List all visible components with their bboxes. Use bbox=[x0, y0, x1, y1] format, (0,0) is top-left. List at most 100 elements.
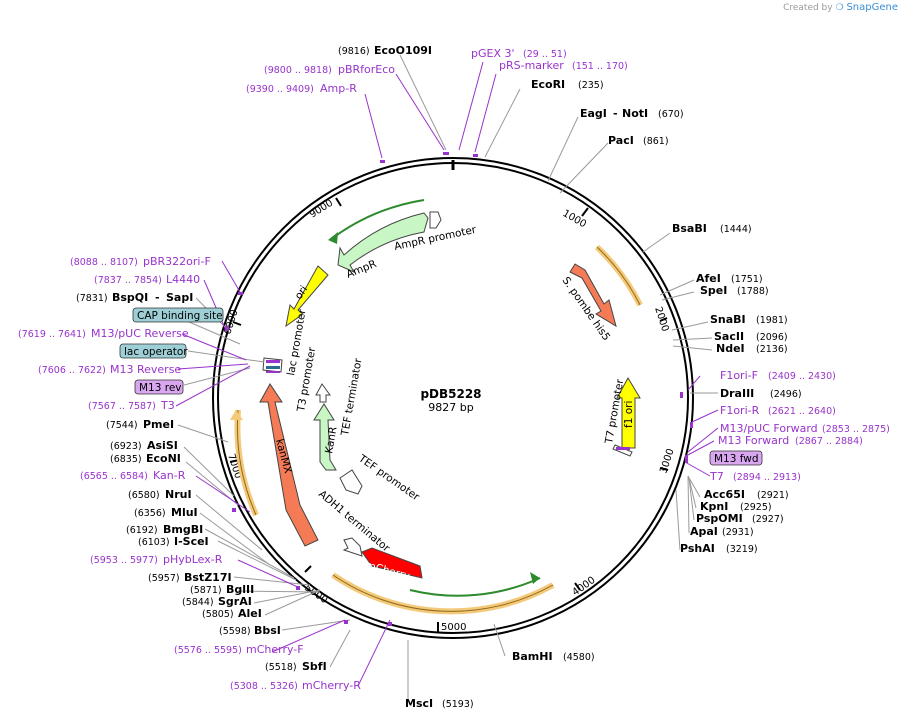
primer-name: F1ori-R bbox=[720, 404, 760, 417]
enzyme-name: PacI bbox=[608, 134, 634, 147]
boxed-label-m13-fwd: M13 fwd bbox=[714, 453, 759, 465]
credit-brand: SnapGene bbox=[846, 2, 898, 13]
primer-name: pHybLex-R bbox=[163, 553, 223, 566]
primer-name: pGEX 3' bbox=[471, 47, 515, 60]
enzyme-pos: (2931) bbox=[722, 527, 754, 538]
primer-name: mCherry-R bbox=[302, 679, 361, 692]
primer-pos: (9800 .. 9818) bbox=[264, 65, 332, 76]
enzyme-name: PmeI bbox=[143, 418, 174, 431]
enzyme-name: BspQI bbox=[112, 291, 148, 304]
feature-label-tef-promoter: TEF promoter bbox=[355, 452, 422, 504]
tick-label: 3000 bbox=[658, 447, 676, 475]
enzyme-name: EcoRI bbox=[531, 78, 565, 91]
feature-kanr-arrow bbox=[313, 403, 337, 471]
enzyme-name: AfeI bbox=[696, 272, 721, 285]
enzyme-pos: (1788) bbox=[737, 286, 769, 297]
enzyme-pos: (2925) bbox=[740, 502, 772, 513]
credit-prefix: Created by bbox=[783, 3, 833, 13]
primer-name: pBRforEco bbox=[338, 63, 395, 76]
feature-label-f1-ori: f1 ori bbox=[623, 401, 635, 428]
primer-pos: (9390 .. 9409) bbox=[246, 84, 314, 95]
enzyme-pos: (6103) bbox=[138, 537, 170, 548]
enzyme-pos: (6356) bbox=[134, 508, 166, 519]
enzyme-name: EcoNI bbox=[146, 452, 181, 465]
enzyme-pos: (9816) bbox=[338, 46, 370, 57]
primer-pos: (7619 .. 7641) bbox=[18, 329, 86, 340]
enzyme-pos: (6192) bbox=[126, 525, 158, 536]
tick-label: 4000 bbox=[570, 575, 597, 599]
feature-label-kanmx: kanMX bbox=[273, 438, 294, 475]
enzyme-name: SbfI bbox=[302, 660, 327, 673]
enzyme-name: - bbox=[155, 291, 160, 304]
enzyme-name: SnaBI bbox=[710, 313, 746, 326]
enzyme-name: I-SceI bbox=[174, 535, 209, 548]
enzyme-name: AleI bbox=[238, 607, 262, 620]
feature-amp-r-promoter-arrow bbox=[429, 211, 442, 229]
enzyme-name: ApaI bbox=[690, 525, 718, 538]
enzyme-pos: (6835) bbox=[110, 454, 142, 465]
enzyme-pos: (1751) bbox=[731, 274, 763, 285]
enzyme-pos: (2096) bbox=[756, 332, 788, 343]
enzyme-pos: (5871) bbox=[190, 585, 222, 596]
enzyme-pos: (861) bbox=[643, 136, 669, 147]
enzyme-pos: (5598) bbox=[219, 626, 251, 637]
feature-label-kanr: KanR bbox=[323, 426, 340, 455]
feature-amp-r-arrow bbox=[337, 212, 429, 274]
plasmid-name: pDB5228 bbox=[420, 387, 481, 401]
tick-label: 6000 bbox=[222, 308, 240, 336]
primer-pos: (5308 .. 5326) bbox=[230, 681, 298, 692]
tick-label: 9000 bbox=[308, 198, 335, 221]
enzyme-pos: (5193) bbox=[442, 699, 474, 710]
enzyme-name: EagI bbox=[580, 107, 607, 120]
primer-name: M13/pUC Forward bbox=[720, 422, 818, 435]
primer-pos: (5953 .. 5977) bbox=[90, 555, 158, 566]
primer-name: pBR322ori-F bbox=[143, 255, 211, 268]
enzyme-name: AsiSI bbox=[147, 439, 178, 452]
primer-name: M13/pUC Reverse bbox=[91, 327, 189, 340]
enzyme-pos: (2921) bbox=[757, 490, 789, 501]
primer-pos: (2894 .. 2913) bbox=[733, 472, 801, 483]
enzyme-pos: (6580) bbox=[128, 490, 160, 501]
tick-marks bbox=[229, 160, 669, 632]
feature-ori-arrow bbox=[285, 265, 329, 328]
enzyme-pos: (2496) bbox=[770, 389, 802, 400]
primer-name: T3 bbox=[160, 399, 175, 412]
primer-name: pRS-marker bbox=[499, 59, 564, 72]
tick-label: 2000 bbox=[652, 306, 670, 334]
primer-name: M13 Reverse bbox=[110, 363, 181, 376]
enzyme-name: - bbox=[613, 107, 618, 120]
primer-labels: pGEX 3' (29 .. 51) pRS-marker (151 .. 17… bbox=[18, 47, 890, 692]
feature-his5-arrow bbox=[569, 263, 617, 328]
feature-f1-ori-arrow bbox=[616, 376, 641, 449]
enzyme-name: NruI bbox=[165, 488, 192, 501]
enzyme-pos: (1981) bbox=[756, 315, 788, 326]
tick-label: 1000 bbox=[561, 208, 589, 230]
primer-name: mCherry-F bbox=[246, 643, 304, 656]
enzyme-name: NotI bbox=[622, 107, 648, 120]
primer-name: M13 Forward bbox=[718, 434, 789, 447]
feature-kanmx-arrow bbox=[259, 383, 319, 547]
enzyme-name: SgrAI bbox=[218, 595, 252, 608]
plasmid-size: 9827 bp bbox=[428, 401, 473, 414]
primer-pos: (5576 .. 5595) bbox=[174, 645, 242, 656]
primer-name: F1ori-F bbox=[720, 369, 758, 382]
enzyme-pos: (3219) bbox=[726, 544, 758, 555]
enzyme-pos: (5805) bbox=[202, 609, 234, 620]
primer-name: T7 bbox=[709, 470, 724, 483]
enzyme-pos: (7544) bbox=[106, 420, 138, 431]
primer-pos: (29 .. 51) bbox=[523, 49, 567, 60]
enzyme-pos: (670) bbox=[658, 109, 684, 120]
feature-tef-promoter-arrow bbox=[339, 469, 363, 495]
enzyme-name: MscI bbox=[405, 697, 433, 710]
enzyme-pos: (4580) bbox=[563, 652, 595, 663]
tick-label: 5000 bbox=[441, 622, 466, 633]
enzyme-name: BsaBI bbox=[672, 222, 707, 235]
enzyme-name: PspOMI bbox=[696, 512, 743, 525]
primer-pos: (6565 .. 6584) bbox=[80, 471, 148, 482]
tick-label: 5000 bbox=[302, 582, 329, 606]
enzyme-name: DraIII bbox=[720, 387, 754, 400]
leader-lines bbox=[177, 54, 718, 700]
enzyme-name: BglII bbox=[226, 583, 254, 596]
primer-pos: (2867 .. 2884) bbox=[795, 436, 863, 447]
